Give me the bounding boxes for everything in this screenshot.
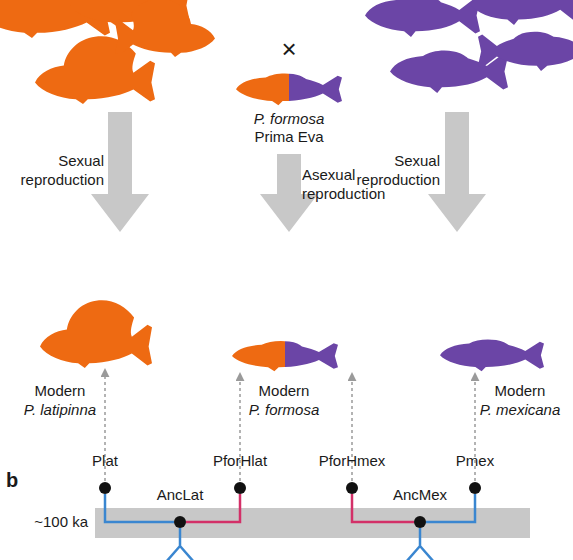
tree-tip: Pmex — [469, 482, 481, 494]
fish-silhouette — [365, 0, 480, 37]
fish-silhouette — [478, 32, 573, 71]
tree-tip: PforHmex — [346, 482, 358, 494]
node-label: AncLat — [140, 486, 220, 505]
node-text: Sexual reproduction — [4, 152, 104, 190]
fish-silhouette — [470, 0, 573, 25]
fish-shape — [232, 332, 338, 372]
node-text: Modern — [460, 382, 573, 401]
node-label: PforHlat — [200, 452, 280, 471]
fish-illustration: ModernP. latipinna — [40, 296, 152, 368]
panel-letter: b — [6, 470, 30, 490]
fish-shape — [40, 296, 152, 368]
node-label: Plat — [65, 452, 145, 471]
node-text: Prima Eva — [207, 128, 371, 147]
block-arrow: Sexual reproduction — [428, 112, 486, 232]
fish-silhouette — [115, 0, 215, 57]
fish-silhouette — [236, 73, 342, 105]
fish-silhouette — [440, 339, 544, 371]
node-text: P. mexicana — [460, 401, 573, 420]
fish-silhouette — [35, 36, 155, 104]
node-text: Modern — [0, 382, 120, 401]
ancestor-node: AncMex — [414, 516, 426, 528]
hybrid-fish: P. formosaPrima Eva — [236, 64, 342, 106]
fish-silhouette — [40, 300, 152, 368]
tree-tip: PforHlat — [234, 482, 246, 494]
time-band: ~100 kaAncLatAncMex — [95, 508, 530, 538]
node-label: Pmex — [435, 452, 515, 471]
fish-illustration: ModernP. mexicana — [440, 330, 544, 372]
fish-shape — [236, 64, 342, 106]
fish-silhouette — [232, 341, 338, 371]
block-arrow: Sexual reproduction — [91, 112, 149, 232]
tree-tip: Plat — [99, 482, 111, 494]
fish-illustration: ModernP. formosa — [232, 332, 338, 372]
ancestor-node: AncLat — [174, 516, 186, 528]
node-text: P. formosa — [207, 110, 371, 129]
fish-shape — [440, 330, 544, 372]
node-text: ~100 ka — [2, 513, 88, 532]
block-arrow: Asexual reproduction — [260, 154, 318, 232]
node-label: AncMex — [380, 486, 460, 505]
cross-symbol: × — [268, 36, 310, 62]
node-label: PforHmex — [312, 452, 392, 471]
node-text: P. latipinna — [0, 401, 120, 420]
node-text: Modern — [224, 382, 344, 401]
node-text: Sexual reproduction — [340, 152, 440, 190]
node-text: P. formosa — [224, 401, 344, 420]
